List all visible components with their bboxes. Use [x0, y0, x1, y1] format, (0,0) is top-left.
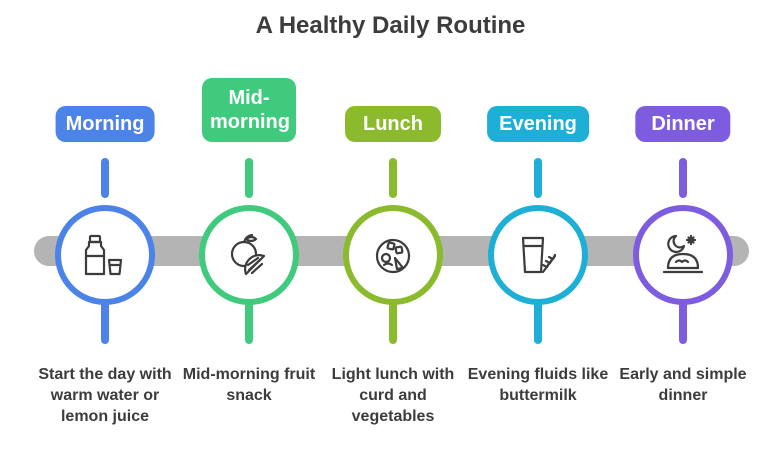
step-stem-bottom — [534, 300, 542, 344]
step-icon-ring — [343, 205, 443, 305]
step-evening: Evening Evening fluids like buttermilk — [463, 0, 613, 453]
step-morning: Morning Start the day with warm water or… — [30, 0, 180, 453]
step-label-morning: Morning — [55, 106, 155, 142]
water-bottle-and-glass-icon — [84, 234, 123, 276]
step-label-mid-morning: Mid-morning — [202, 78, 296, 142]
step-icon-ring — [55, 205, 155, 305]
glass-with-herb-icon — [521, 236, 557, 274]
step-lunch: Lunch Light lunch with curd and vegetabl… — [318, 0, 468, 453]
step-dinner: Dinner Early and simple dinner — [608, 0, 758, 453]
step-stem-top — [245, 158, 253, 198]
step-label-lunch: Lunch — [345, 106, 441, 142]
step-stem-bottom — [245, 300, 253, 344]
step-stem-bottom — [389, 300, 397, 344]
moon-and-dinner-plate-icon — [662, 234, 704, 274]
step-description-morning: Start the day with warm water or lemon j… — [38, 366, 172, 425]
salad-bowl-icon — [375, 238, 411, 274]
step-label-evening: Evening — [487, 106, 589, 142]
step-label-dinner: Dinner — [635, 106, 731, 142]
diagram-title: A Healthy Daily Routine — [255, 12, 526, 39]
step-mid-morning: Mid-morning Mid-morning fruit snack — [174, 0, 324, 453]
step-icon-ring — [488, 205, 588, 305]
citrus-fruit-icon — [230, 233, 266, 276]
step-stem-top — [101, 158, 109, 198]
step-description-evening: Evening fluids like buttermilk — [467, 366, 609, 404]
step-stem-top — [389, 158, 397, 198]
step-description-lunch: Light lunch with curd and vegetables — [331, 366, 455, 425]
step-icon-ring — [199, 205, 299, 305]
step-icon-ring — [633, 205, 733, 305]
step-stem-bottom — [679, 300, 687, 344]
step-description-dinner: Early and simple dinner — [619, 366, 747, 404]
step-stem-top — [534, 158, 542, 198]
step-stem-bottom — [101, 300, 109, 344]
step-stem-top — [679, 158, 687, 198]
step-description-mid-morning: Mid-morning fruit snack — [182, 366, 316, 404]
